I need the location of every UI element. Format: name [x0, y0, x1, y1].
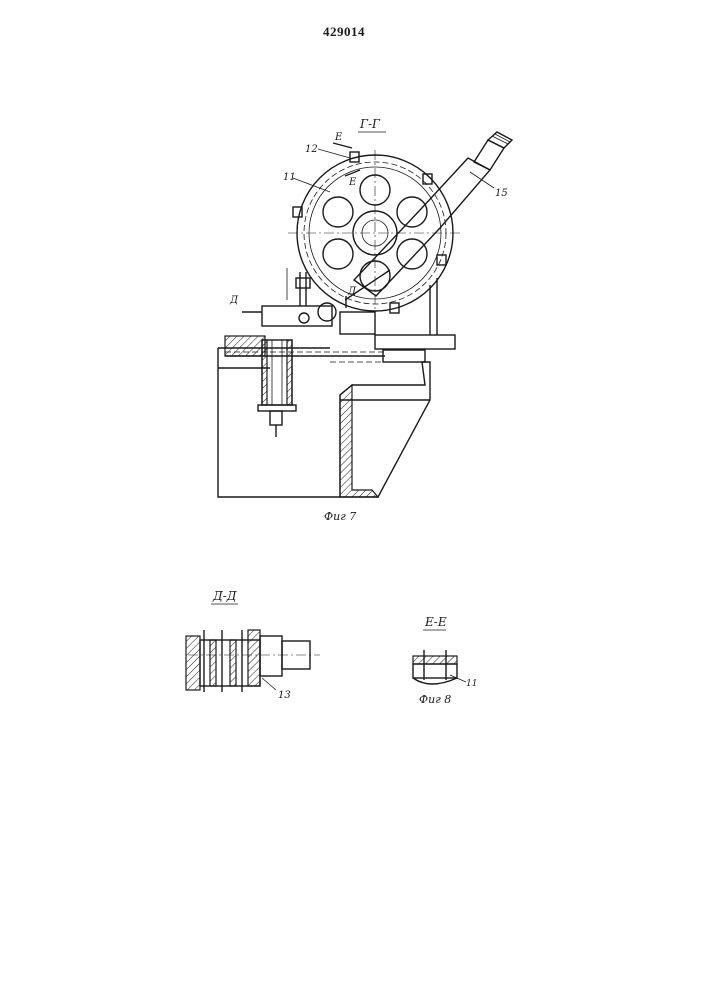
leader-12 [318, 149, 350, 158]
linkage-bar [262, 306, 332, 326]
callout-12: 12 [305, 144, 318, 155]
linkage-nut [296, 278, 310, 288]
detail-dd: Д-Д 13 [186, 589, 320, 701]
ee-callout-11: 11 [466, 679, 477, 689]
ee-clamp-body [413, 664, 457, 678]
ee-section-label: Е-Е [424, 615, 447, 629]
lever [354, 132, 512, 296]
base-column-wall [340, 385, 378, 497]
cut-mark-d-left: Д [229, 295, 239, 306]
wheel-hole [397, 197, 427, 227]
base-column [340, 362, 430, 497]
dd-section-label: Д-Д [212, 589, 237, 603]
ee-rim-curve [413, 678, 457, 684]
callout-15: 15 [495, 188, 508, 199]
pedestal-base [375, 335, 455, 349]
dd-flange [248, 630, 260, 686]
fig8-caption: Фиг 8 [419, 693, 451, 706]
dd-plate-mid [230, 640, 236, 686]
leader-15 [470, 172, 494, 188]
lever-arm [354, 158, 490, 296]
wheel-hole [323, 239, 353, 269]
dd-plate [186, 636, 200, 690]
rim-clamp [437, 255, 446, 265]
linkage-pin-small [299, 313, 309, 323]
ee-clamp-top [413, 656, 457, 664]
leader-13 [262, 678, 276, 690]
cylinder-nut [270, 411, 282, 425]
leader-11 [293, 178, 330, 192]
cylinder-wall [287, 340, 292, 405]
cylinder-wall [262, 340, 267, 405]
linkage-block [340, 312, 375, 334]
cut-arrow-e-top [333, 143, 352, 148]
vertical-cylinder [258, 340, 296, 437]
figure-7: Г-Г [218, 117, 512, 523]
cut-mark-e-top: Е [334, 132, 343, 143]
wheel [288, 150, 462, 318]
table-plate-hatched [225, 336, 265, 356]
machine-base [218, 336, 430, 497]
dd-sleeve [260, 636, 282, 676]
support-pedestal [375, 278, 455, 349]
fig7-section-label: Г-Г [359, 117, 381, 131]
detail-ee: Е-Е 11 Фиг 8 [413, 615, 477, 706]
callout-11: 11 [283, 172, 296, 183]
dd-callout-13: 13 [278, 690, 291, 701]
wheel-hole [323, 197, 353, 227]
cut-mark-e-bottom: Е [348, 177, 357, 188]
base-frame-left [218, 348, 340, 497]
cylinder-flange [258, 405, 296, 411]
dd-plate-mid [210, 640, 216, 686]
table-nut [383, 350, 425, 362]
linkage-mechanism [262, 268, 390, 334]
lever-handle-joint [474, 140, 504, 170]
wheel-hole [397, 239, 427, 269]
fig7-caption: Фиг 7 [324, 510, 356, 523]
cut-mark-d-right: Д [347, 286, 357, 297]
